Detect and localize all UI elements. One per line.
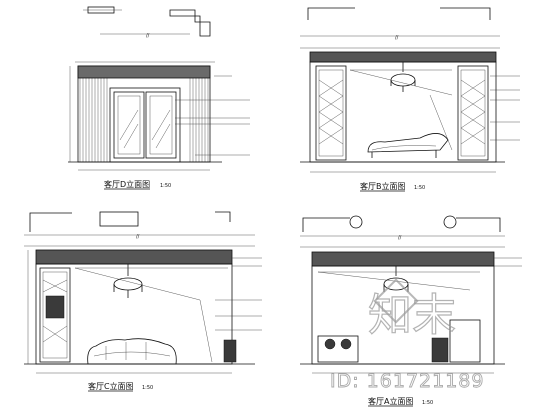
- drawing-caption: 客厅D立面图: [104, 179, 150, 189]
- drawing-caption: 客厅C立面图: [88, 381, 134, 391]
- side-table: [223, 339, 237, 363]
- drawing-caption: 客厅A立面图: [368, 396, 413, 406]
- drawing-scale: 1:50: [142, 385, 153, 391]
- ceiling-band: [309, 51, 497, 63]
- watermark-site-name: 知末: [368, 290, 456, 341]
- watermark-id: ID: 161721189: [330, 370, 484, 392]
- sofa: [87, 338, 177, 365]
- watermark-logo-icon: [373, 278, 419, 324]
- tufted-panel-left: [315, 65, 347, 161]
- cornice-band: [77, 65, 211, 79]
- drawing-scale: 1:50: [160, 183, 171, 189]
- drawing-scale: 1:50: [414, 185, 425, 191]
- elevation-a-bottom-right: // 客厅A立面图 1:50: [300, 215, 522, 407]
- cabinet-right: [449, 319, 481, 363]
- elevation-c-bottom-left: //: [24, 211, 262, 392]
- wall-stripes: [79, 78, 209, 162]
- drawing-scale: 1:50: [422, 400, 433, 406]
- section-marker-2: [169, 9, 211, 37]
- ceiling-band: [311, 251, 495, 267]
- svg-text://: //: [136, 234, 140, 240]
- annotation-leaders: [175, 75, 250, 156]
- side-table: [431, 337, 449, 363]
- svg-text://: //: [398, 235, 402, 241]
- chaise-lounge: [367, 133, 449, 158]
- elevation-d-top-left: //: [68, 6, 250, 190]
- drawing-caption: 客厅B立面图: [360, 181, 406, 191]
- chandelier: [390, 62, 416, 92]
- tufted-panel-left: [39, 267, 71, 363]
- svg-text://: //: [146, 33, 150, 39]
- elevation-b-top-right: //: [300, 7, 520, 192]
- watermark: 知末 ID: 161721189: [330, 278, 484, 392]
- framed-art: [45, 295, 65, 319]
- console-left: [317, 335, 359, 363]
- ceiling-band: [35, 249, 233, 265]
- tufted-panel-right: [457, 65, 489, 161]
- chandelier: [113, 264, 143, 298]
- svg-text://: //: [395, 35, 399, 41]
- wall-outline: [309, 61, 497, 163]
